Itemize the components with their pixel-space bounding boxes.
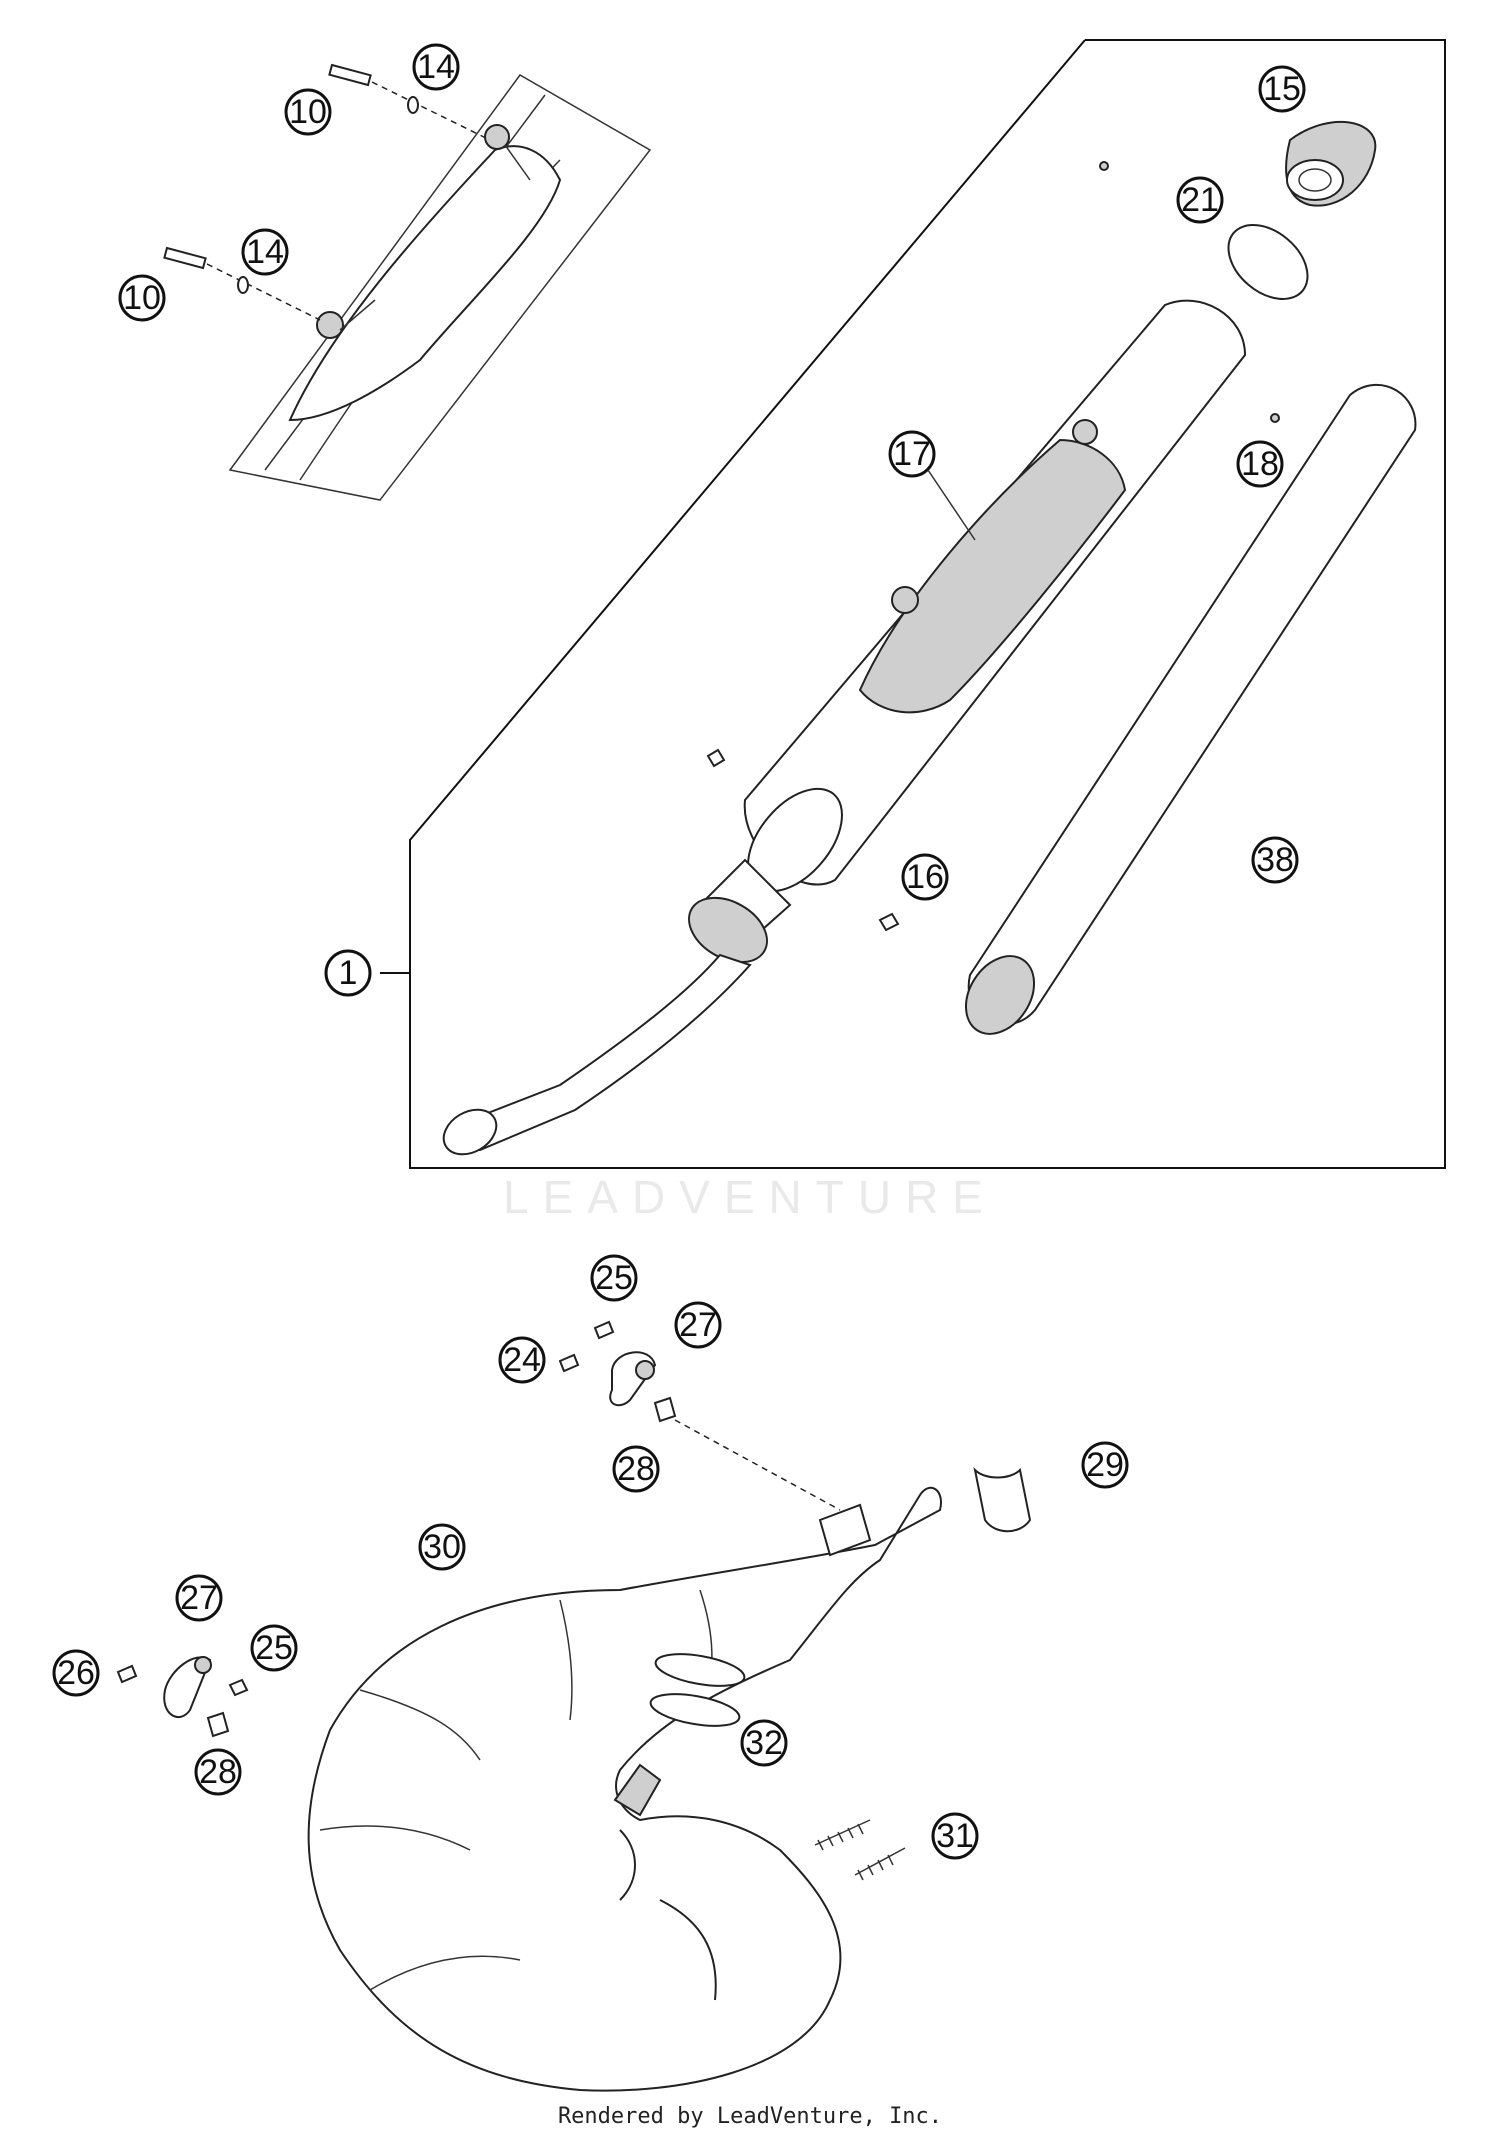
mount-bracket-upper xyxy=(558,1320,841,1511)
callout-24: 24 xyxy=(498,1336,546,1384)
callout-30: 30 xyxy=(418,1523,466,1571)
svg-text:14: 14 xyxy=(417,48,455,86)
callout-29: 29 xyxy=(1081,1441,1129,1489)
callout-28-lower: 28 xyxy=(194,1748,242,1796)
callout-10-upper: 10 xyxy=(284,88,332,136)
assembly-frame xyxy=(409,39,1446,1169)
svg-text:1: 1 xyxy=(339,954,358,992)
svg-text:30: 30 xyxy=(423,1528,461,1566)
svg-text:28: 28 xyxy=(199,1753,237,1791)
rendered-by-footer: Rendered by LeadVenture, Inc. xyxy=(557,2104,943,2129)
svg-text:15: 15 xyxy=(1263,70,1301,108)
clamp-detail-illustration xyxy=(228,74,652,501)
svg-text:38: 38 xyxy=(1256,841,1294,879)
svg-text:18: 18 xyxy=(1241,445,1279,483)
svg-text:16: 16 xyxy=(906,858,944,896)
callout-16: 16 xyxy=(901,853,949,901)
svg-text:28: 28 xyxy=(617,1450,655,1488)
silencer-packing-38 xyxy=(964,384,1417,1035)
callout-10-lower: 10 xyxy=(118,274,166,322)
svg-text:24: 24 xyxy=(503,1341,541,1379)
svg-text:26: 26 xyxy=(57,1654,95,1692)
leader-17 xyxy=(927,469,976,541)
rivet-left xyxy=(706,748,726,768)
callout-28-upper: 28 xyxy=(612,1445,660,1493)
svg-text:14: 14 xyxy=(246,233,284,271)
rivet-18 xyxy=(1270,413,1280,423)
svg-text:29: 29 xyxy=(1086,1446,1124,1484)
bolt-10-upper xyxy=(328,63,491,141)
gasket-21 xyxy=(1227,224,1309,300)
watermark: LEADVENTURE xyxy=(503,1171,997,1223)
callout-14-upper: 14 xyxy=(412,43,460,91)
callout-14-lower: 14 xyxy=(241,228,289,276)
end-cap-15 xyxy=(1285,120,1377,207)
bolt-10-lower xyxy=(163,246,321,321)
svg-text:27: 27 xyxy=(180,1579,218,1617)
callout-32: 32 xyxy=(740,1719,788,1767)
svg-text:10: 10 xyxy=(123,279,161,317)
callout-17: 17 xyxy=(888,430,936,478)
callout-31: 31 xyxy=(931,1812,979,1860)
callout-1: 1 xyxy=(324,949,372,997)
expansion-chamber-30 xyxy=(307,1486,942,2092)
callout-15: 15 xyxy=(1258,65,1306,113)
silencer-body-17 xyxy=(442,299,1247,1156)
svg-text:25: 25 xyxy=(595,1259,633,1297)
rivet-top xyxy=(1099,161,1109,171)
mount-bracket-lower xyxy=(116,1656,249,1738)
callout-18: 18 xyxy=(1236,440,1284,488)
callout-26: 26 xyxy=(52,1649,100,1697)
svg-text:32: 32 xyxy=(745,1724,783,1762)
svg-text:27: 27 xyxy=(679,1306,717,1344)
screw-16 xyxy=(878,912,900,932)
svg-text:25: 25 xyxy=(255,1629,293,1667)
callout-27-upper: 27 xyxy=(674,1301,722,1349)
gaskets-32 xyxy=(649,1653,746,1727)
callout-25-upper: 25 xyxy=(590,1254,638,1302)
callout-27-lower: 27 xyxy=(175,1574,223,1622)
svg-text:17: 17 xyxy=(893,435,931,473)
callout-38: 38 xyxy=(1251,836,1299,884)
callout-21: 21 xyxy=(1176,176,1224,224)
svg-text:10: 10 xyxy=(289,93,327,131)
svg-text:21: 21 xyxy=(1181,181,1219,219)
svg-text:31: 31 xyxy=(936,1817,974,1855)
springs-31 xyxy=(814,1819,906,1881)
spring-sleeve-29 xyxy=(973,1466,1032,1533)
callout-25-lower: 25 xyxy=(250,1624,298,1672)
